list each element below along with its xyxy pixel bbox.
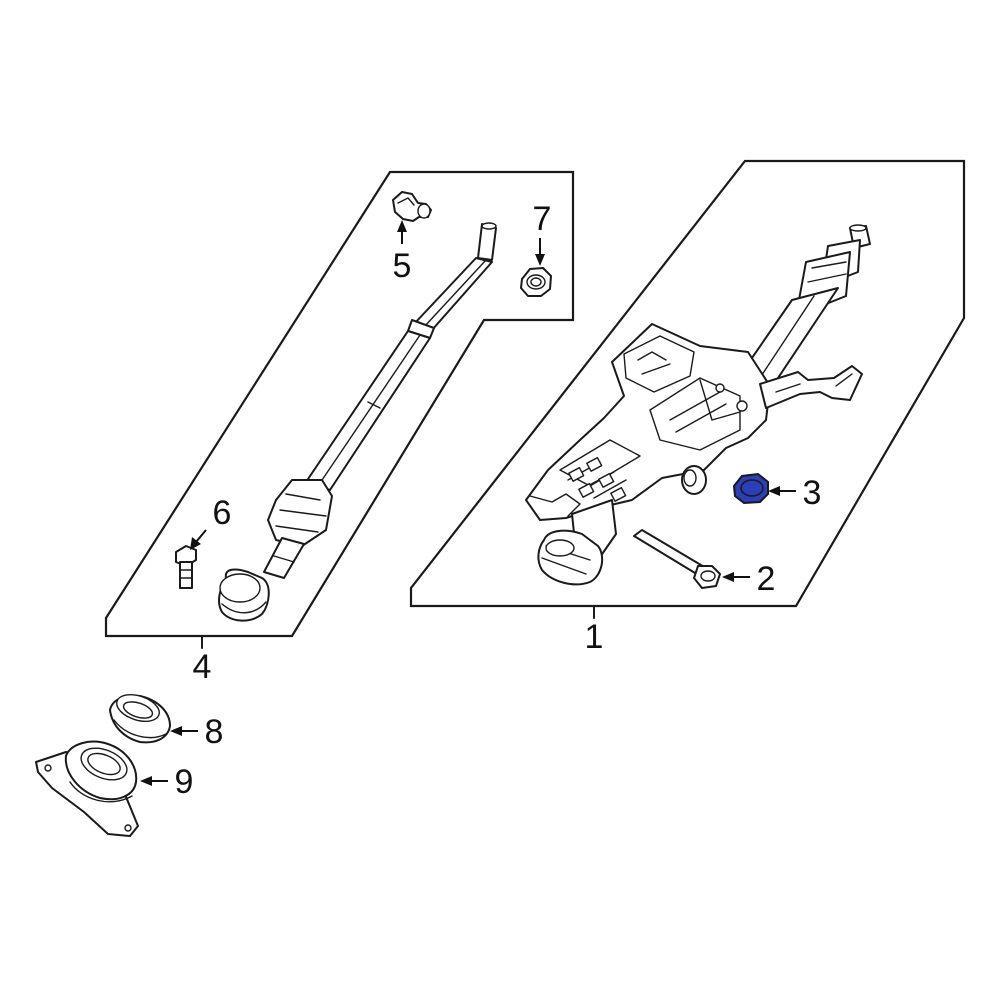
part-3-nut-highlighted [732,472,769,505]
part-2-long-bolt [633,529,721,589]
callout-6: 6 [213,494,232,532]
part-9-boot [35,740,139,837]
callout-2: 2 [757,560,776,598]
leader-arrows [140,220,796,786]
group-box-steering-column [409,159,966,619]
part-8-seal [109,694,171,744]
part-5-clip [392,191,432,222]
callout-8: 8 [205,713,224,751]
callout-labels: 1 2 3 4 5 6 7 8 9 [175,200,822,801]
group-box-intermediate-shaft [104,170,575,649]
part-6-bolt [175,545,197,589]
callout-4: 4 [193,648,212,686]
callout-9: 9 [175,763,194,801]
callout-1: 1 [585,618,604,656]
part-4-intermediate-shaft [218,222,497,622]
callout-7: 7 [533,200,552,238]
callout-3: 3 [803,474,822,512]
part-1-steering-column [525,224,871,586]
part-7-nut [520,267,552,297]
callout-5: 5 [393,247,412,285]
